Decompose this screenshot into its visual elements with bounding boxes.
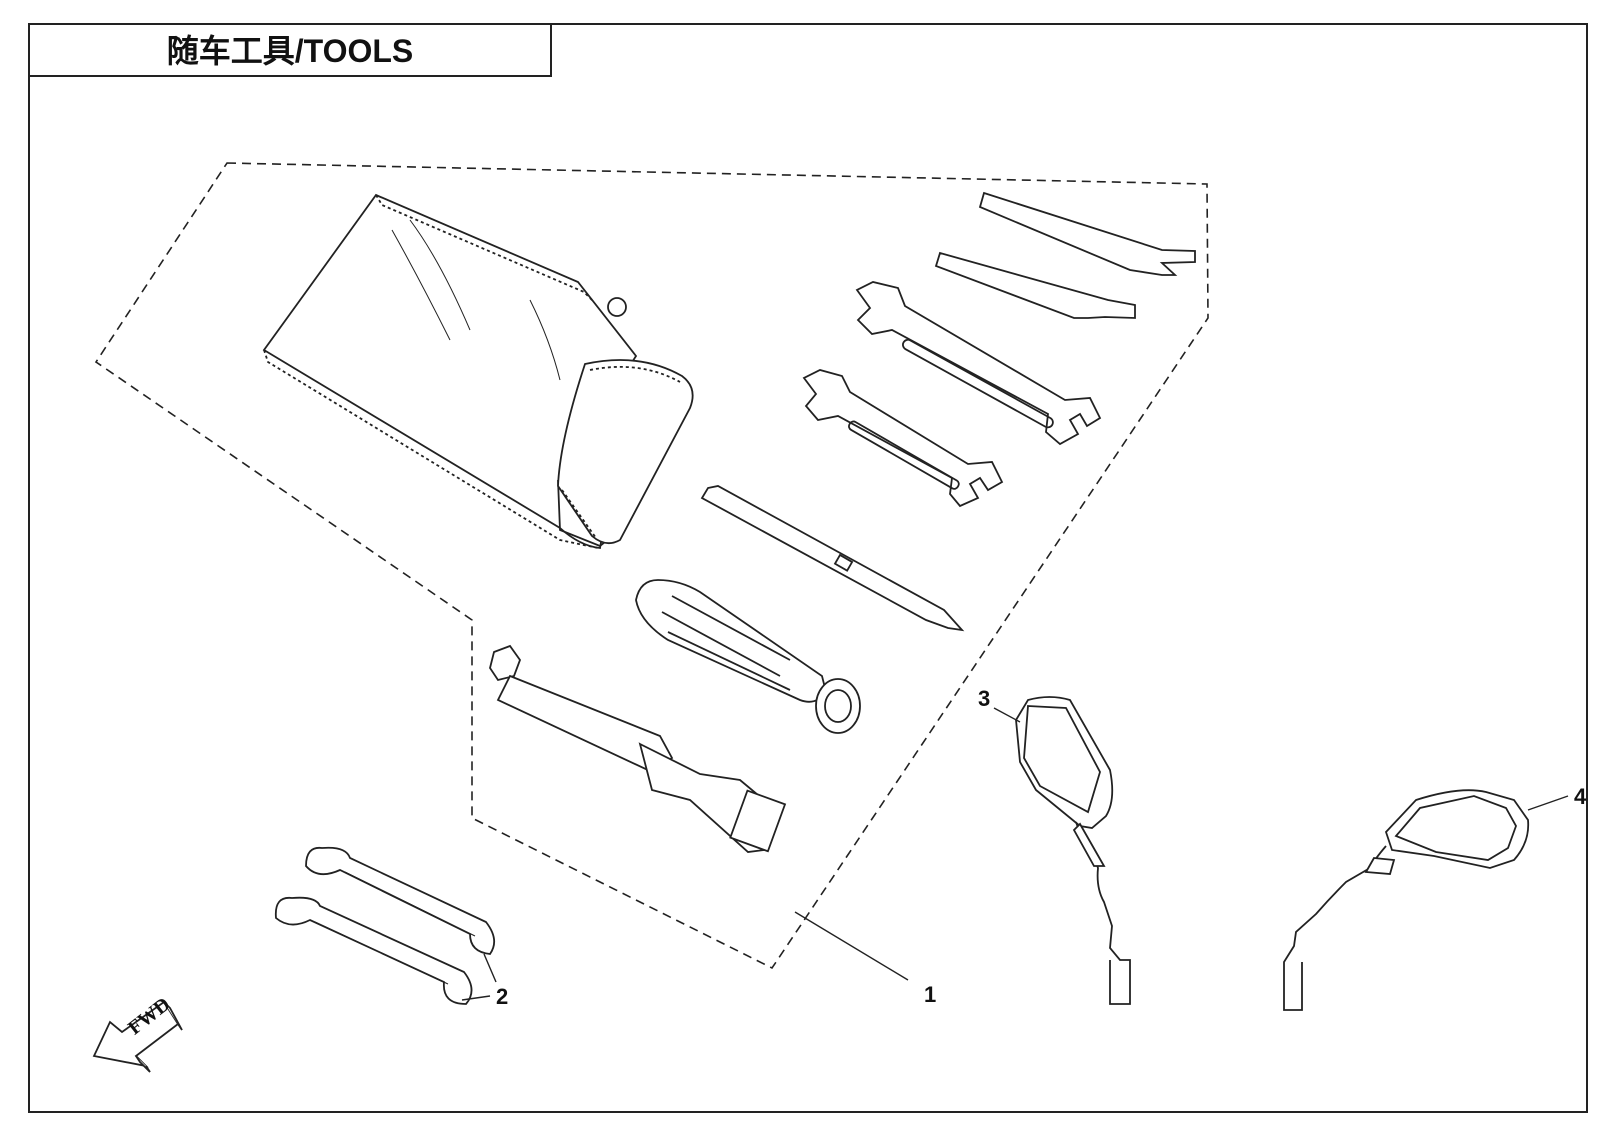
right-mirror-icon <box>1283 789 1530 1011</box>
callout-leader-1 <box>794 911 909 981</box>
callout-label-1: 1 <box>924 982 937 1007</box>
tool-bag-icon <box>262 193 694 549</box>
hex-key-icon <box>934 191 1196 319</box>
callout-label-2: 2 <box>496 984 509 1009</box>
page-title: 随车工具/TOOLS <box>166 33 414 69</box>
socket-wrench-icon <box>489 644 787 853</box>
drawing-border <box>28 23 1588 1113</box>
callout-label-3: 3 <box>978 686 991 711</box>
title-box <box>28 23 552 77</box>
callout-leader-2b <box>461 995 491 1001</box>
screwdriver-handle-icon <box>635 579 861 734</box>
tool-kit-group-outline <box>94 162 1209 970</box>
open-end-wrench-icon <box>802 281 1102 508</box>
callout-label-4: 4 <box>1574 784 1587 809</box>
callout-leader-3 <box>993 707 1021 723</box>
callout-leader-4 <box>1527 795 1569 811</box>
rubber-strap-icon <box>274 846 496 1005</box>
fwd-arrow-icon <box>92 1000 183 1073</box>
callout-leader-2a <box>483 953 497 983</box>
screwdriver-bit-icon <box>700 485 965 632</box>
left-mirror-icon <box>1015 696 1131 1005</box>
